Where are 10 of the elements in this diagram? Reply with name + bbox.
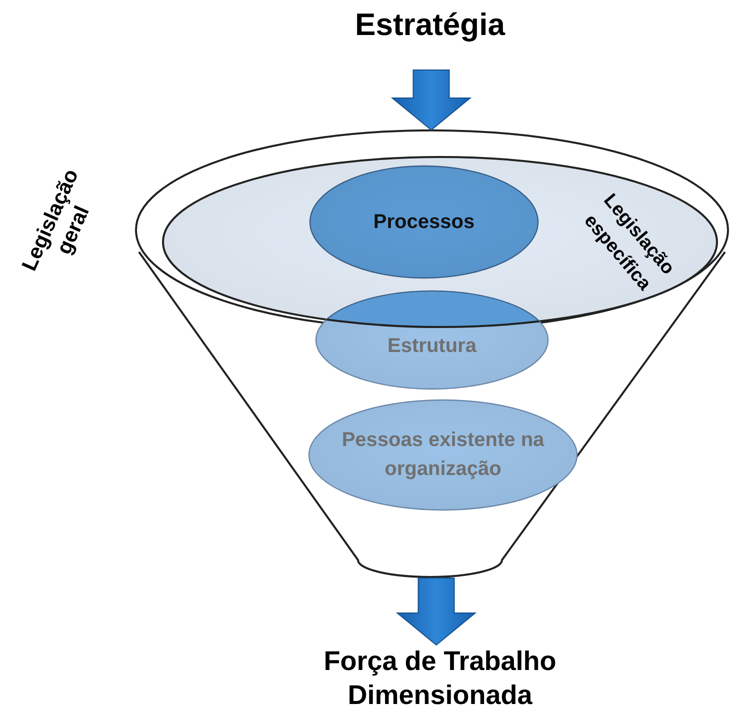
ellipse-label: Pessoas existente na organização	[340, 428, 546, 482]
heading-text: Força de Trabalho Dimensionada	[280, 645, 600, 713]
ellipse-label: Estrutura	[386, 334, 478, 358]
ellipse-label: Processos	[372, 210, 476, 234]
ellipse-shape	[315, 290, 549, 390]
ellipse-shape	[308, 399, 578, 511]
arrow	[390, 70, 472, 131]
heading-text: Estratégia	[320, 6, 540, 48]
arrow	[396, 578, 477, 646]
ellipse-shape	[309, 165, 539, 279]
